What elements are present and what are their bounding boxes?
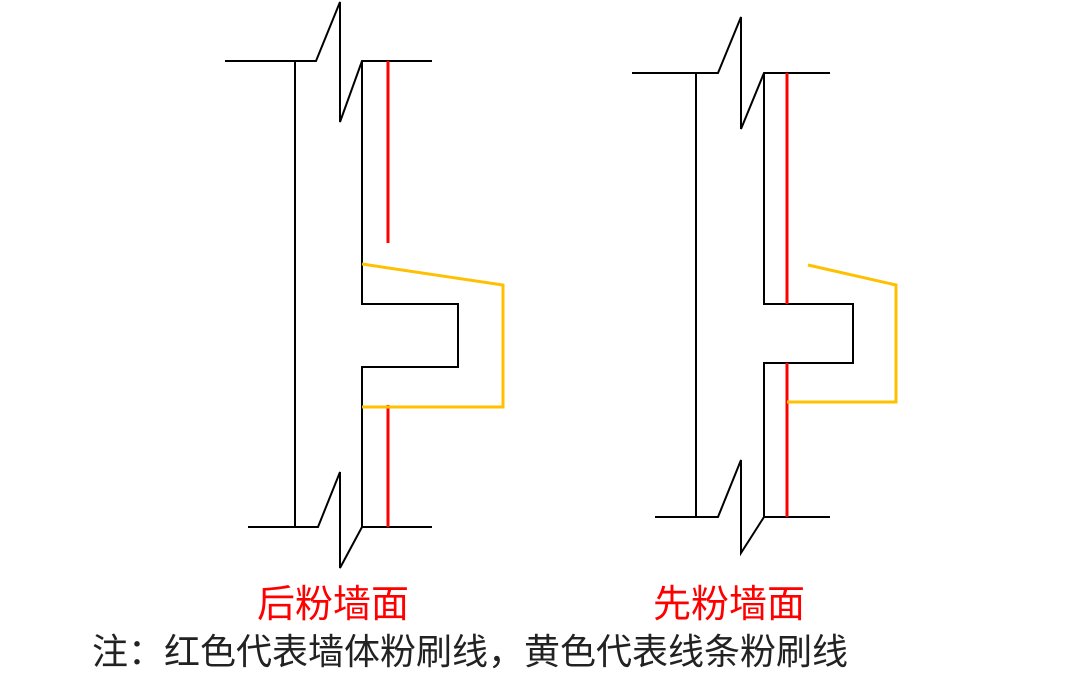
caption-right: 先粉墙面 bbox=[653, 582, 806, 626]
left-wall-outline bbox=[225, 1, 459, 569]
right-diagram bbox=[632, 16, 898, 557]
left-strip-plaster-line bbox=[361, 262, 505, 409]
left-diagram bbox=[225, 1, 505, 569]
right-strip-plaster-line bbox=[787, 263, 898, 404]
caption-left: 后粉墙面 bbox=[257, 582, 410, 626]
note-text: 注：红色代表墙体粉刷线，黄色代表线条粉刷线 bbox=[92, 632, 849, 673]
right-wall-outline bbox=[632, 16, 854, 557]
